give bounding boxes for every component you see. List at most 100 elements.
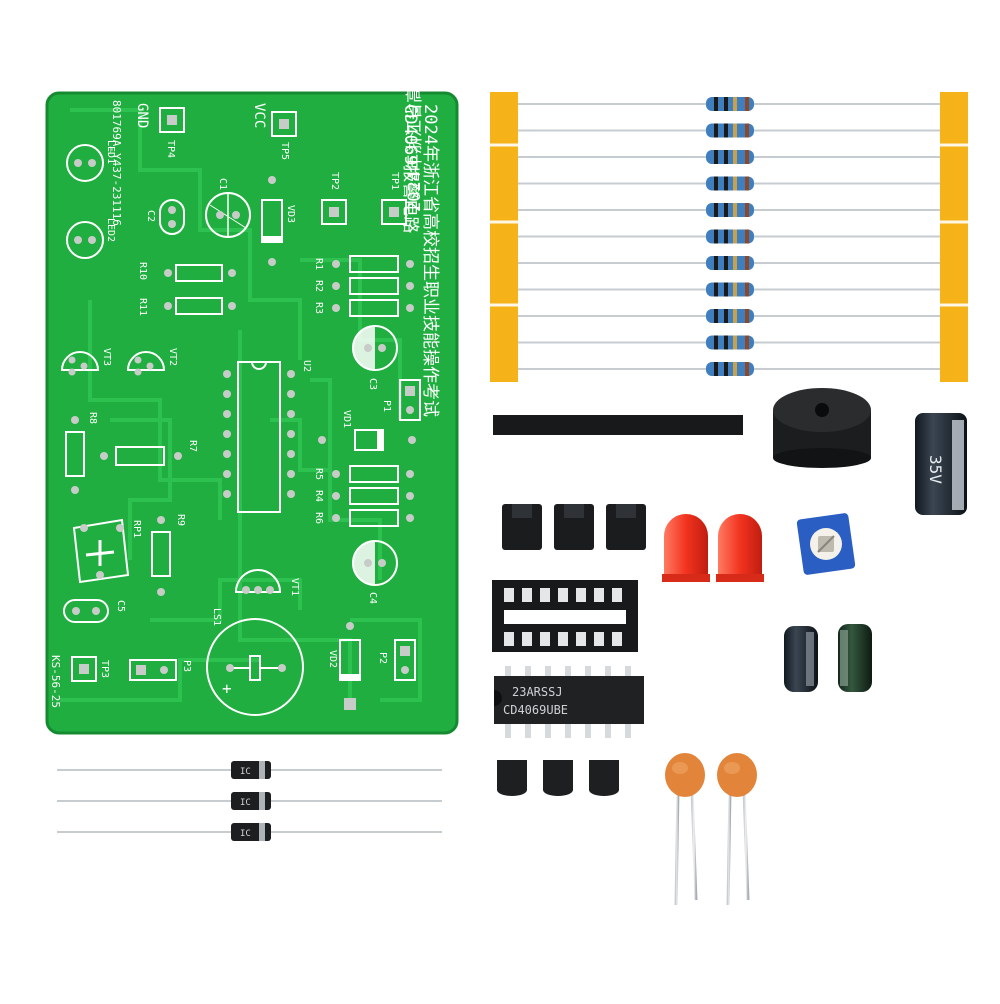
- c2-footprint: C2: [145, 199, 185, 235]
- pin-header-body: [493, 415, 743, 435]
- led2-footprint: LED2: [66, 218, 116, 259]
- vt3-footprint: VT3: [60, 348, 112, 376]
- r9-footprint: R9: [151, 514, 186, 596]
- electrolytic-capacitor-black: [784, 626, 818, 880]
- svg-text:R10: R10: [137, 262, 148, 280]
- ic-pin: [625, 666, 631, 676]
- pcb-code-line: 801769A_Y437-231116: [110, 100, 123, 226]
- resistor: [518, 150, 940, 164]
- pcb-gnd-label: GND: [134, 103, 150, 128]
- r1-r3-footprints: [349, 255, 399, 317]
- socket-contact: [540, 632, 550, 646]
- buzzer: [773, 388, 871, 505]
- socket-contact: [504, 588, 514, 602]
- jumper-caps: [502, 504, 646, 550]
- ic-pin: [525, 724, 531, 738]
- socket-contact: [558, 588, 568, 602]
- diodes: IC IC IC: [57, 761, 442, 841]
- socket-contact: [522, 588, 532, 602]
- svg-text:R11: R11: [137, 298, 148, 316]
- ic-pin: [605, 666, 611, 676]
- socket-contact: [594, 588, 604, 602]
- svg-text:TP5: TP5: [279, 142, 290, 160]
- pcb-title-line1: 2024年浙江省高校招生职业技能操作考试: [405, 0, 425, 212]
- svg-text:C1: C1: [217, 178, 228, 190]
- diode: IC: [57, 792, 442, 810]
- vt2-footprint: VT2: [126, 348, 178, 376]
- jumper-cap: [554, 504, 594, 550]
- svg-text:VT3: VT3: [101, 348, 112, 366]
- resistor: [518, 97, 940, 111]
- svg-text:VD3: VD3: [285, 205, 296, 223]
- ic-marking-line2: CD4069UBE: [503, 703, 568, 717]
- svg-text:C4: C4: [367, 592, 378, 604]
- svg-text:VD2: VD2: [327, 650, 338, 668]
- socket-contact: [504, 632, 514, 646]
- tape-right: [940, 92, 968, 382]
- socket-contact: [612, 588, 622, 602]
- ic-pin: [525, 666, 531, 676]
- ic-pin: [505, 724, 511, 738]
- svg-text:R7: R7: [187, 440, 198, 452]
- ic-cd4069: 23ARSSJ CD4069UBE: [494, 666, 644, 738]
- pcb-vcc-label: VCC: [251, 103, 267, 128]
- test-point-tp3: TP3: [71, 656, 110, 682]
- c5-footprint: C5: [63, 599, 126, 623]
- ic-pin: [585, 666, 591, 676]
- p1-footprint: P1: [381, 379, 421, 421]
- r4-r6-pads: [332, 470, 414, 522]
- electrolytic-capacitor-large: 35V: [915, 413, 967, 700]
- electrolytic-capacitor-green: [838, 624, 872, 880]
- svg-text:P2: P2: [377, 652, 388, 664]
- ic-pin: [585, 724, 591, 738]
- svg-text:LS1: LS1: [211, 608, 222, 626]
- diode-label: IC: [240, 829, 251, 839]
- test-point-tp1: TP1: [381, 172, 407, 225]
- vd3-footprint: VD3: [261, 176, 296, 266]
- diode-label: IC: [240, 798, 251, 808]
- svg-text:U2: U2: [301, 360, 312, 372]
- socket-contact: [576, 632, 586, 646]
- socket-contact: [594, 632, 604, 646]
- pcb-corner-label: KS-56-25: [49, 655, 62, 708]
- svg-text:P3: P3: [181, 660, 192, 672]
- diode: IC: [57, 823, 442, 841]
- r4-r6-footprints: [349, 465, 399, 527]
- ic-pin: [605, 724, 611, 738]
- transistor: [543, 760, 573, 898]
- svg-text:RP1: RP1: [131, 520, 142, 538]
- tape-left: [490, 92, 518, 382]
- svg-text:R8: R8: [87, 412, 98, 424]
- resistor: [518, 256, 940, 270]
- cap-voltage-label: 35V: [926, 455, 945, 484]
- r1-r3-pads: [332, 260, 414, 312]
- socket-contact: [540, 588, 550, 602]
- label-r6: R6: [313, 512, 324, 524]
- svg-text:TP2: TP2: [329, 172, 340, 190]
- svg-text:R9: R9: [175, 514, 186, 526]
- resistor-tape-strip: [490, 92, 968, 382]
- svg-text:TP4: TP4: [165, 140, 176, 158]
- resistor: [518, 229, 940, 244]
- svg-text:TP1: TP1: [389, 172, 400, 190]
- svg-text:VD1: VD1: [341, 410, 352, 428]
- label-r4: R4: [313, 490, 324, 502]
- resistor: [518, 362, 940, 376]
- p2-footprint: P2: [377, 639, 416, 681]
- ls1-footprint: + LS1: [206, 608, 304, 716]
- u2-footprint: U2: [223, 360, 312, 513]
- ceramic-capacitor: [665, 753, 705, 906]
- label-r3: R3: [313, 302, 324, 314]
- diode: IC: [57, 761, 442, 779]
- svg-text:LED1: LED1: [105, 140, 116, 164]
- ic-pin: [625, 724, 631, 738]
- ic-marking-line1: 23ARSSJ: [512, 685, 563, 699]
- test-point-tp5: TP5: [271, 111, 297, 160]
- r10-footprint: R10: [137, 262, 236, 282]
- svg-text:VT1: VT1: [289, 578, 300, 596]
- trimmer-potentiometer: [796, 513, 856, 575]
- svg-text:VT2: VT2: [167, 348, 178, 366]
- svg-text:C5: C5: [115, 600, 126, 612]
